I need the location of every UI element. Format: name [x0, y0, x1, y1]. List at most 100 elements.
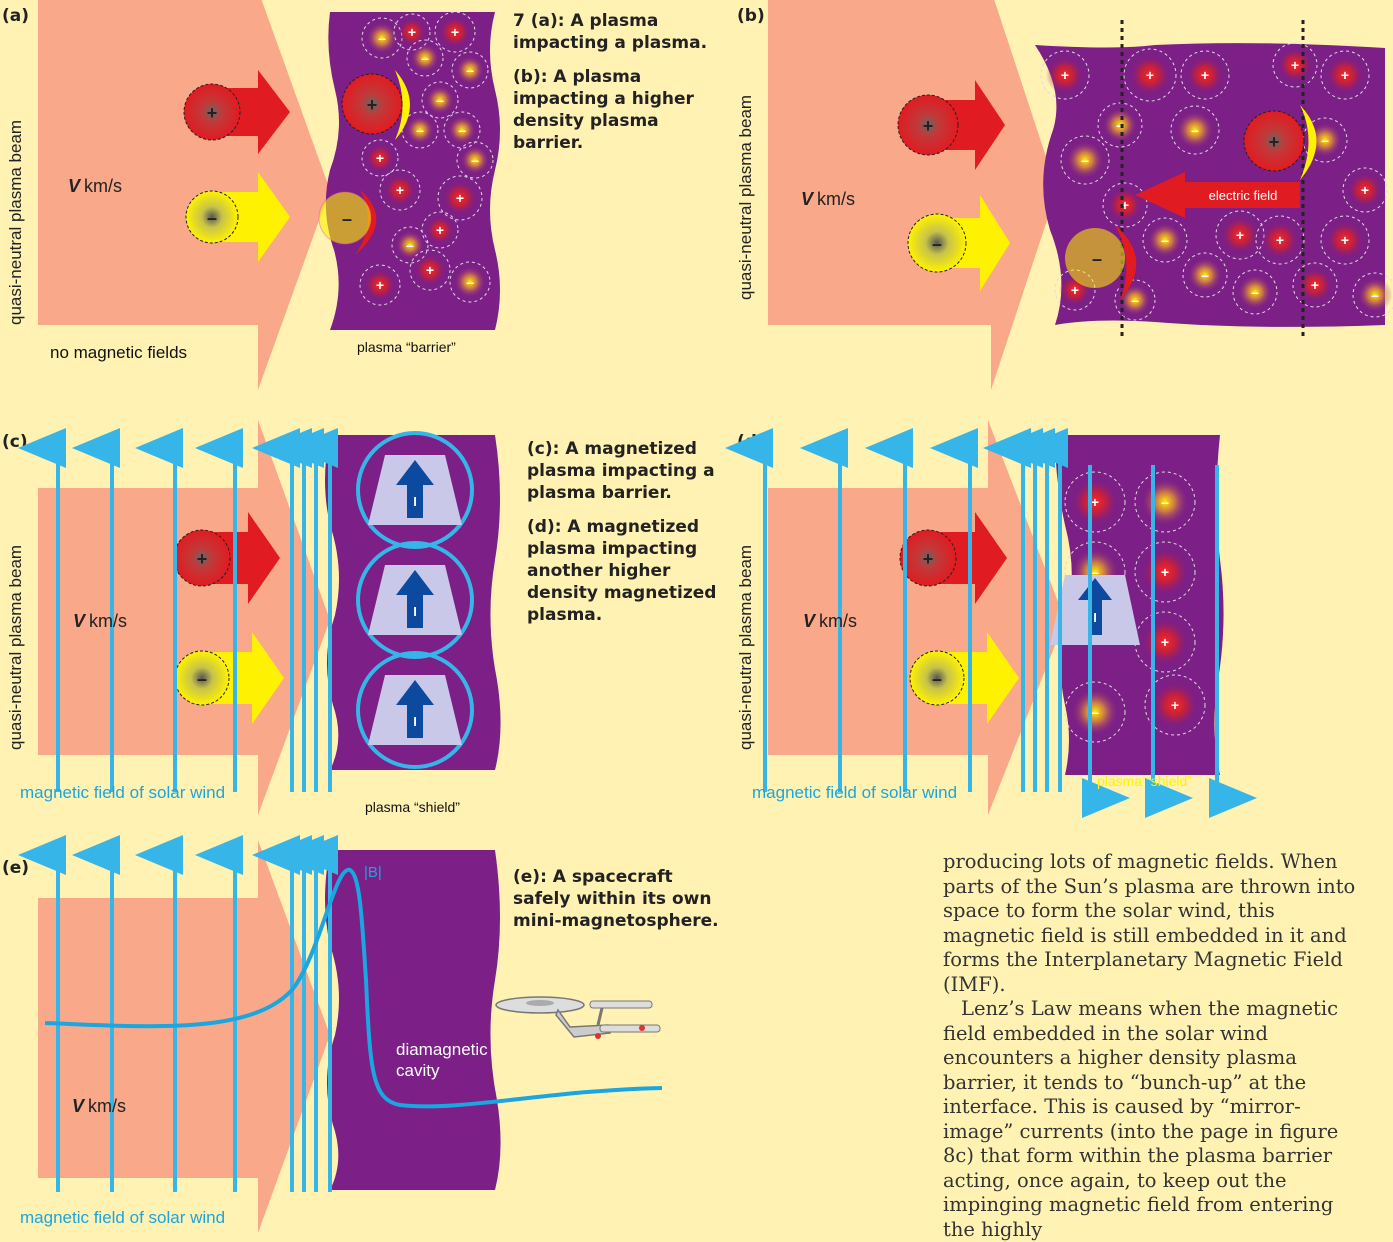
svg-text:–: – [378, 30, 386, 46]
svg-text:–: – [1161, 494, 1169, 510]
svg-text:+: + [426, 262, 434, 278]
svg-text:+: + [1341, 232, 1349, 248]
svg-text:–: – [458, 122, 466, 138]
caption-b: (b): A plasma impacting a higher density… [513, 66, 713, 154]
svg-text:–: – [466, 62, 474, 78]
negative-sign: – [207, 208, 217, 228]
svg-text:–: – [421, 50, 429, 66]
svg-text:+: + [1061, 67, 1069, 83]
svg-text:+: + [1146, 67, 1154, 83]
svg-text:+: + [1269, 132, 1280, 152]
body-text: producing lots of magnetic fields. When … [943, 850, 1363, 1242]
panel-d-diagram: +––++–+ + – I quasi-neutral plasma beam … [735, 420, 1255, 820]
svg-text:+: + [376, 277, 384, 293]
svg-text:–: – [1191, 122, 1199, 138]
plasma-beam-arrow [38, 0, 330, 390]
svg-text:+: + [1171, 697, 1179, 713]
svg-text:+: + [376, 150, 384, 166]
magnetic-field-label: magnetic field of solar wind [752, 783, 957, 802]
barrier-label: plasma “barrier” [357, 339, 456, 355]
side-label: quasi-neutral plasma beam [6, 545, 25, 750]
magnetic-field-label: magnetic field of solar wind [20, 1208, 225, 1227]
current-symbol: I [413, 714, 417, 729]
svg-text:+: + [197, 549, 208, 569]
svg-text:–: – [1371, 287, 1379, 303]
svg-text:+: + [456, 190, 464, 206]
svg-text:–: – [416, 122, 424, 138]
caption-d: (d): A magnetized plasma impacting anoth… [527, 516, 717, 626]
svg-text:+: + [1341, 67, 1349, 83]
svg-text:–: – [1091, 704, 1099, 720]
svg-text:–: – [1081, 152, 1089, 168]
plasma-shield: I I I [325, 433, 501, 770]
current-symbol: I [1093, 610, 1097, 625]
svg-text:+: + [396, 182, 404, 198]
svg-text:+: + [436, 222, 444, 238]
current-box: I [1050, 575, 1140, 645]
shield-label: plasma “shield” [365, 799, 460, 815]
svg-text:+: + [923, 116, 934, 136]
side-label: quasi-neutral plasma beam [736, 545, 755, 750]
svg-text:–: – [342, 209, 352, 229]
svg-text:+: + [367, 95, 378, 115]
svg-text:+: + [1091, 494, 1099, 510]
shield-label: plasma “shield” [1097, 773, 1192, 789]
side-label: quasi-neutral plasma beam [736, 95, 755, 300]
caption-a-b: 7 (a): A plasma impacting a plasma. (b):… [513, 10, 713, 166]
magnetic-field-label: magnetic field of solar wind [20, 783, 225, 802]
plasma-barrier: –++––––––+++–++–+ [326, 12, 500, 330]
svg-text:+: + [451, 24, 459, 40]
svg-text:+: + [1361, 182, 1369, 198]
svg-text:–: – [1131, 292, 1139, 308]
svg-text:+: + [1161, 634, 1169, 650]
caption-c-d: (c): A magnetized plasma impacting a pla… [527, 438, 717, 638]
positive-sign: + [207, 103, 218, 123]
svg-text:+: + [1291, 57, 1299, 73]
svg-text:–: – [1161, 232, 1169, 248]
svg-text:–: – [1092, 249, 1102, 269]
svg-text:+: + [1276, 232, 1284, 248]
svg-text:–: – [406, 237, 414, 253]
current-symbol: I [413, 604, 417, 619]
cavity-label-line: diamagnetic [396, 1040, 488, 1059]
svg-text:+: + [1161, 564, 1169, 580]
svg-text:–: – [932, 234, 942, 254]
cavity-label-line: cavity [396, 1061, 440, 1080]
no-magnetic-fields-label: no magnetic fields [50, 343, 187, 362]
svg-text:+: + [923, 549, 934, 569]
svg-text:+: + [1311, 277, 1319, 293]
caption-c: (c): A magnetized plasma impacting a pla… [527, 438, 717, 504]
caption-e: (e): A spacecraft safely within its own … [513, 866, 723, 944]
svg-text:+: + [1201, 67, 1209, 83]
caption-a: 7 (a): A plasma impacting a plasma. [513, 10, 713, 54]
svg-text:+: + [1236, 227, 1244, 243]
panel-a-diagram: –++––––––+++–++–+ + – + – quasi-neutral … [0, 0, 500, 390]
svg-text:–: – [466, 274, 474, 290]
electric-field-label: electric field [1209, 188, 1278, 203]
plasma-beam-arrow [38, 840, 330, 1233]
svg-text:–: – [471, 152, 479, 168]
plasma-barrier: +++++––––++–+++–+–––+ [1035, 20, 1393, 340]
svg-text:–: – [436, 92, 444, 108]
svg-text:–: – [197, 669, 207, 689]
body-paragraph-2: Lenz’s Law means when the magnetic field… [943, 997, 1363, 1242]
side-label: quasi-neutral plasma beam [6, 120, 25, 325]
svg-text:+: + [408, 24, 416, 40]
svg-text:–: – [1201, 267, 1209, 283]
field-strength-label: |B| [364, 864, 382, 881]
svg-text:–: – [1321, 132, 1329, 148]
body-paragraph-1: producing lots of magnetic fields. When … [943, 850, 1363, 997]
panel-b-diagram: +++++––––++–+++–+–––+ electric field + –… [735, 0, 1393, 390]
plasma-barrier [325, 850, 501, 1190]
svg-text:+: + [1071, 282, 1079, 298]
speed-label: Vkm/s [73, 611, 127, 631]
svg-text:–: – [1251, 284, 1259, 300]
current-symbol: I [413, 494, 417, 509]
spacecraft [496, 997, 660, 1039]
svg-text:–: – [932, 669, 942, 689]
